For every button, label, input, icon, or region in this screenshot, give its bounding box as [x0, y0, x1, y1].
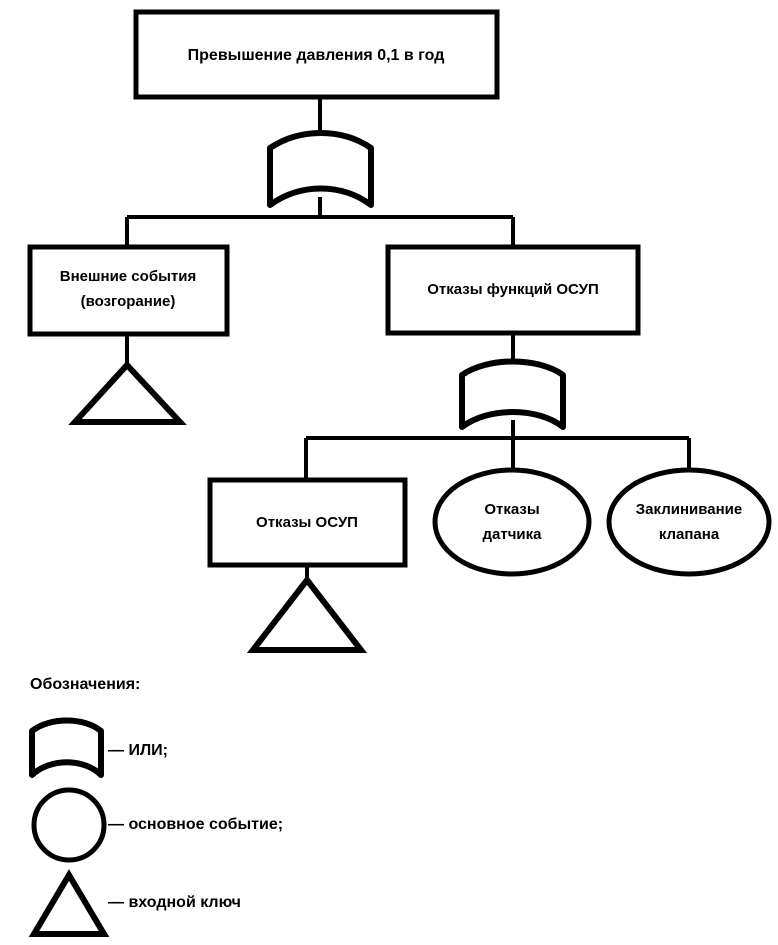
legend-item-or-gate: — ИЛИ;: [29, 717, 168, 778]
osup-failures-box[interactable]: [207, 477, 408, 568]
node-external-events[interactable]: Внешние события (возгорание): [27, 244, 230, 337]
gate-or-top[interactable]: [267, 130, 374, 208]
osup-function-failures-label: Отказы функций ОСУП: [427, 281, 599, 298]
circle-icon: [31, 787, 107, 863]
external-events-box[interactable]: [27, 244, 230, 337]
or-gate-icon: [29, 717, 104, 778]
triangle-icon[interactable]: [68, 360, 187, 425]
osup-function-failures-box[interactable]: [385, 244, 641, 336]
legend-item-transfer-key: — входной ключ: [28, 869, 241, 937]
or-gate-symbol[interactable]: [267, 130, 374, 208]
node-osup-failures[interactable]: Отказы ОСУП: [207, 477, 408, 568]
legend-label-basic-event: — основное событие;: [108, 816, 283, 833]
top-event-label: Превышение давления 0,1 в год: [188, 47, 445, 64]
legend: Обозначения: — ИЛИ; — основное событие; …: [28, 676, 283, 937]
external-events-label-line1: Внешние события: [60, 268, 196, 285]
node-valve-jamming[interactable]: Заклинивание клапана: [606, 467, 772, 577]
node-sensor-failures[interactable]: Отказы датчика: [432, 467, 592, 577]
valve-jamming-label-line1: Заклинивание: [636, 501, 742, 518]
connector-group: [125, 97, 691, 580]
transfer-key-osup-failures[interactable]: [246, 575, 368, 653]
gate-or-osup[interactable]: [459, 358, 566, 430]
or-gate-symbol[interactable]: [459, 358, 566, 430]
sensor-failures-label-line2: датчика: [483, 526, 543, 543]
node-top-event[interactable]: Превышение давления 0,1 в год: [133, 9, 500, 100]
legend-item-basic-event: — основное событие;: [31, 787, 283, 863]
sensor-failures-ellipse[interactable]: [432, 467, 592, 577]
sensor-failures-label-line1: Отказы: [484, 501, 539, 518]
valve-jamming-ellipse[interactable]: [606, 467, 772, 577]
legend-label-or: — ИЛИ;: [108, 742, 168, 759]
transfer-key-external-events[interactable]: [68, 360, 187, 425]
valve-jamming-label-line2: клапана: [659, 526, 720, 543]
top-event-box[interactable]: [133, 9, 500, 100]
legend-label-transfer-key: — входной ключ: [108, 894, 241, 911]
triangle-icon[interactable]: [246, 575, 368, 653]
triangle-icon: [28, 869, 110, 937]
external-events-label-line2: (возгорание): [81, 293, 176, 310]
legend-heading: Обозначения:: [30, 676, 140, 693]
osup-failures-label: Отказы ОСУП: [256, 514, 358, 531]
node-osup-function-failures[interactable]: Отказы функций ОСУП: [385, 244, 641, 336]
